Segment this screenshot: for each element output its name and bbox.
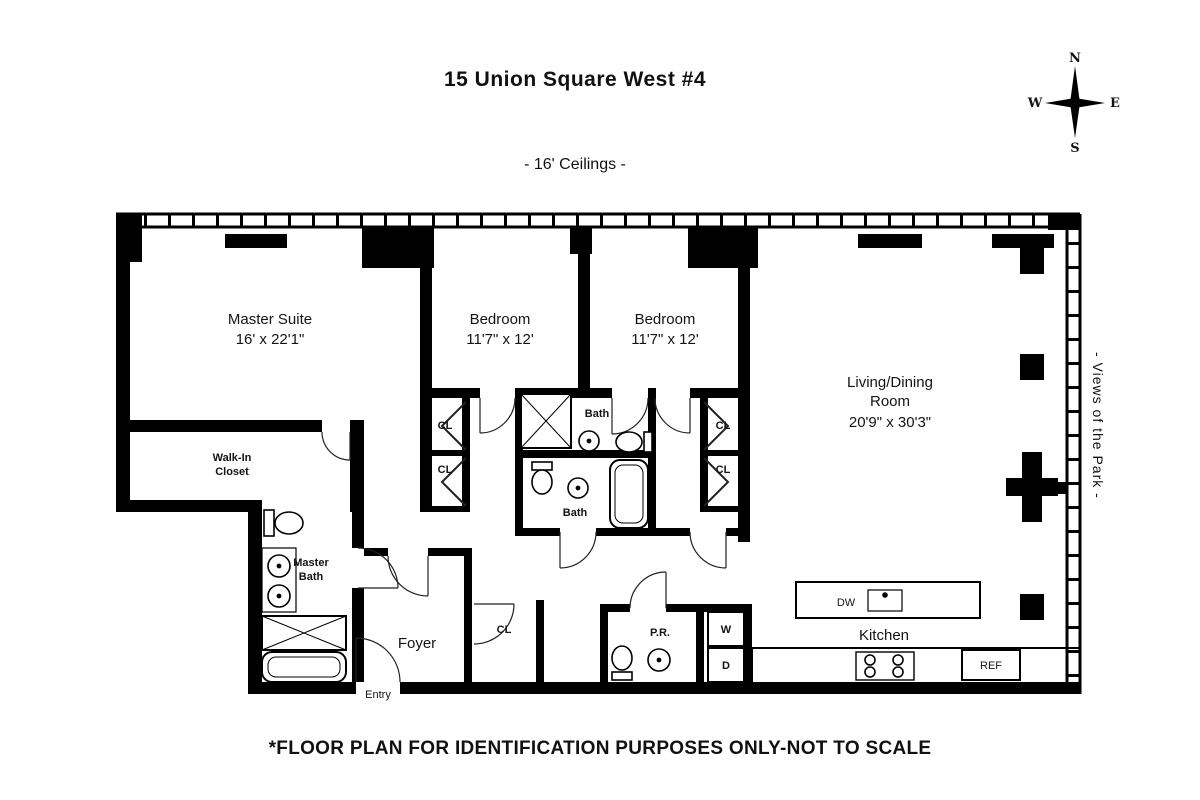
dryer-label: D [722, 660, 730, 672]
sink-icon [647, 648, 671, 672]
washer-label: W [721, 624, 732, 636]
living-dining-label-1: Living/Dining [847, 374, 933, 391]
powder-room-label: P.R. [650, 627, 670, 639]
room-labels: Master Suite 16' x 22'1" Bedroom 11'7" x… [213, 311, 1003, 701]
kitchen-island [795, 581, 981, 619]
double-sink-icon [261, 547, 297, 613]
kitchen-counter [751, 647, 1080, 682]
bedroom2-label: Bedroom [635, 311, 696, 328]
bathtub-icon [261, 651, 347, 683]
shower-icon [520, 393, 572, 449]
views-note: - Views of the Park - [1090, 352, 1106, 499]
kitchen-label: Kitchen [859, 627, 909, 644]
bath-lower-label: Bath [563, 507, 588, 519]
master-bath-label-1: Master [293, 557, 329, 569]
bathtub-icon [609, 459, 649, 529]
compass-rose: N S W E [1027, 51, 1120, 156]
closet-label: CL [438, 464, 453, 476]
closet-label: CL [716, 464, 731, 476]
stove-icon [855, 651, 915, 681]
window-wall-top [116, 212, 1080, 229]
bifold-doors [440, 401, 730, 507]
door-arcs [321, 397, 727, 683]
closet-label: CL [438, 420, 453, 432]
toilet-icon [615, 431, 653, 453]
bedroom1-dims: 11'7" x 12' [466, 331, 534, 348]
closet-label: CL [497, 624, 512, 636]
shower-icon [261, 615, 347, 651]
walk-in-closet-label-1: Walk-In [213, 452, 252, 464]
sink-icon [578, 430, 600, 452]
toilet-icon [263, 509, 304, 537]
refrigerator-box [961, 649, 1021, 681]
closet-label: CL [716, 420, 731, 432]
compass-e: E [1110, 96, 1120, 111]
foyer-label: Foyer [398, 635, 436, 652]
walk-in-closet-label-2: Closet [215, 466, 249, 478]
disclaimer: *FLOOR PLAN FOR IDENTIFICATION PURPOSES … [268, 738, 932, 759]
master-suite-dims: 16' x 22'1" [236, 331, 305, 348]
compass-w: W [1027, 96, 1043, 111]
compass-n: N [1069, 51, 1081, 66]
entry-door-gap [356, 682, 400, 694]
walls [116, 214, 1080, 694]
washer-box [707, 611, 745, 647]
dishwasher-label: DW [837, 597, 856, 609]
sink-icon [567, 477, 589, 499]
dryer-box [707, 647, 745, 683]
compass-s: S [1070, 141, 1079, 156]
living-dining-label-2: Room [870, 393, 910, 410]
master-suite-label: Master Suite [228, 311, 312, 328]
master-bath-label-2: Bath [299, 571, 324, 583]
compass-star-horizontal [1045, 98, 1105, 108]
columns [1006, 248, 1068, 620]
ceiling-note: - 16' Ceilings - [524, 156, 626, 173]
page-title: 15 Union Square West #4 [443, 68, 707, 91]
toilet-icon [531, 461, 553, 495]
toilet-icon [611, 645, 633, 681]
refrigerator-label: REF [980, 660, 1002, 672]
entry-label: Entry [365, 689, 391, 701]
bedroom2-dims: 11'7" x 12' [631, 331, 699, 348]
living-dining-dims: 20'9" x 30'3" [849, 414, 931, 431]
window-wall-right [1065, 214, 1082, 694]
bedroom1-label: Bedroom [470, 311, 531, 328]
fixtures [261, 393, 1080, 683]
bath-upper-label: Bath [585, 408, 610, 420]
